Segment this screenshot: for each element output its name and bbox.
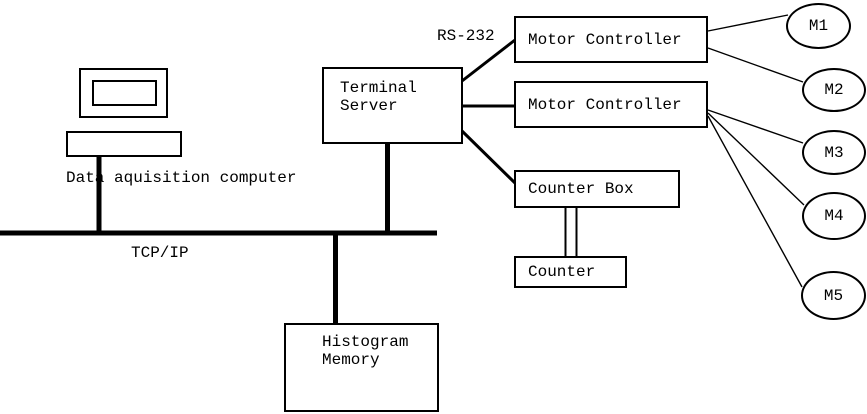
motor-controller-1-label: Motor Controller bbox=[528, 30, 682, 49]
motor-m2-label: M2 bbox=[824, 81, 844, 99]
terminal-server-counterbox-link-line bbox=[460, 129, 517, 185]
histogram-memory-label-line2: Memory bbox=[322, 351, 380, 369]
mc2-m5-line bbox=[707, 115, 803, 288]
motor-m2-node: M2 bbox=[802, 68, 866, 112]
mc1-m1-line bbox=[707, 14, 789, 32]
histogram-memory-node: Histogram Memory bbox=[284, 323, 439, 412]
motor-m1-label: M1 bbox=[808, 17, 829, 35]
rs232-link-line bbox=[461, 38, 516, 83]
mc1-m2-line bbox=[707, 47, 804, 83]
motor-controller-2-label: Motor Controller bbox=[528, 95, 682, 114]
motor-m5-node: M5 bbox=[801, 271, 866, 320]
terminal-server-label-line2: Server bbox=[340, 97, 398, 115]
counter-box-label: Counter Box bbox=[528, 180, 634, 198]
mc2-m3-line bbox=[707, 109, 804, 144]
counter-node: Counter bbox=[514, 256, 627, 288]
terminal-server-label-line1: Terminal bbox=[340, 79, 417, 97]
motor-m3-node: M3 bbox=[802, 130, 866, 175]
motor-m5-label: M5 bbox=[823, 286, 844, 305]
mc2-m4-line bbox=[707, 112, 805, 206]
histogram-memory-label-line1: Histogram bbox=[322, 333, 409, 351]
motor-controller-2-node: Motor Controller bbox=[514, 81, 708, 128]
motor-controller-1-node: Motor Controller bbox=[514, 16, 708, 63]
tcpip-bus-label: TCP/IP bbox=[131, 244, 189, 262]
counter-box-node: Counter Box bbox=[514, 170, 680, 208]
counter-label: Counter bbox=[528, 263, 596, 281]
rs232-link-label: RS-232 bbox=[437, 27, 495, 45]
terminal-server-node: Terminal Server bbox=[322, 67, 463, 144]
motor-m1-node: M1 bbox=[786, 3, 851, 49]
computer-keyboard-icon bbox=[66, 131, 182, 157]
motor-m3-label: M3 bbox=[824, 143, 844, 162]
motor-m4-node: M4 bbox=[802, 192, 866, 240]
computer-screen-icon bbox=[92, 80, 157, 106]
motor-m4-label: M4 bbox=[824, 207, 844, 225]
data-acquisition-computer-label: Data aquisition computer bbox=[66, 169, 297, 187]
